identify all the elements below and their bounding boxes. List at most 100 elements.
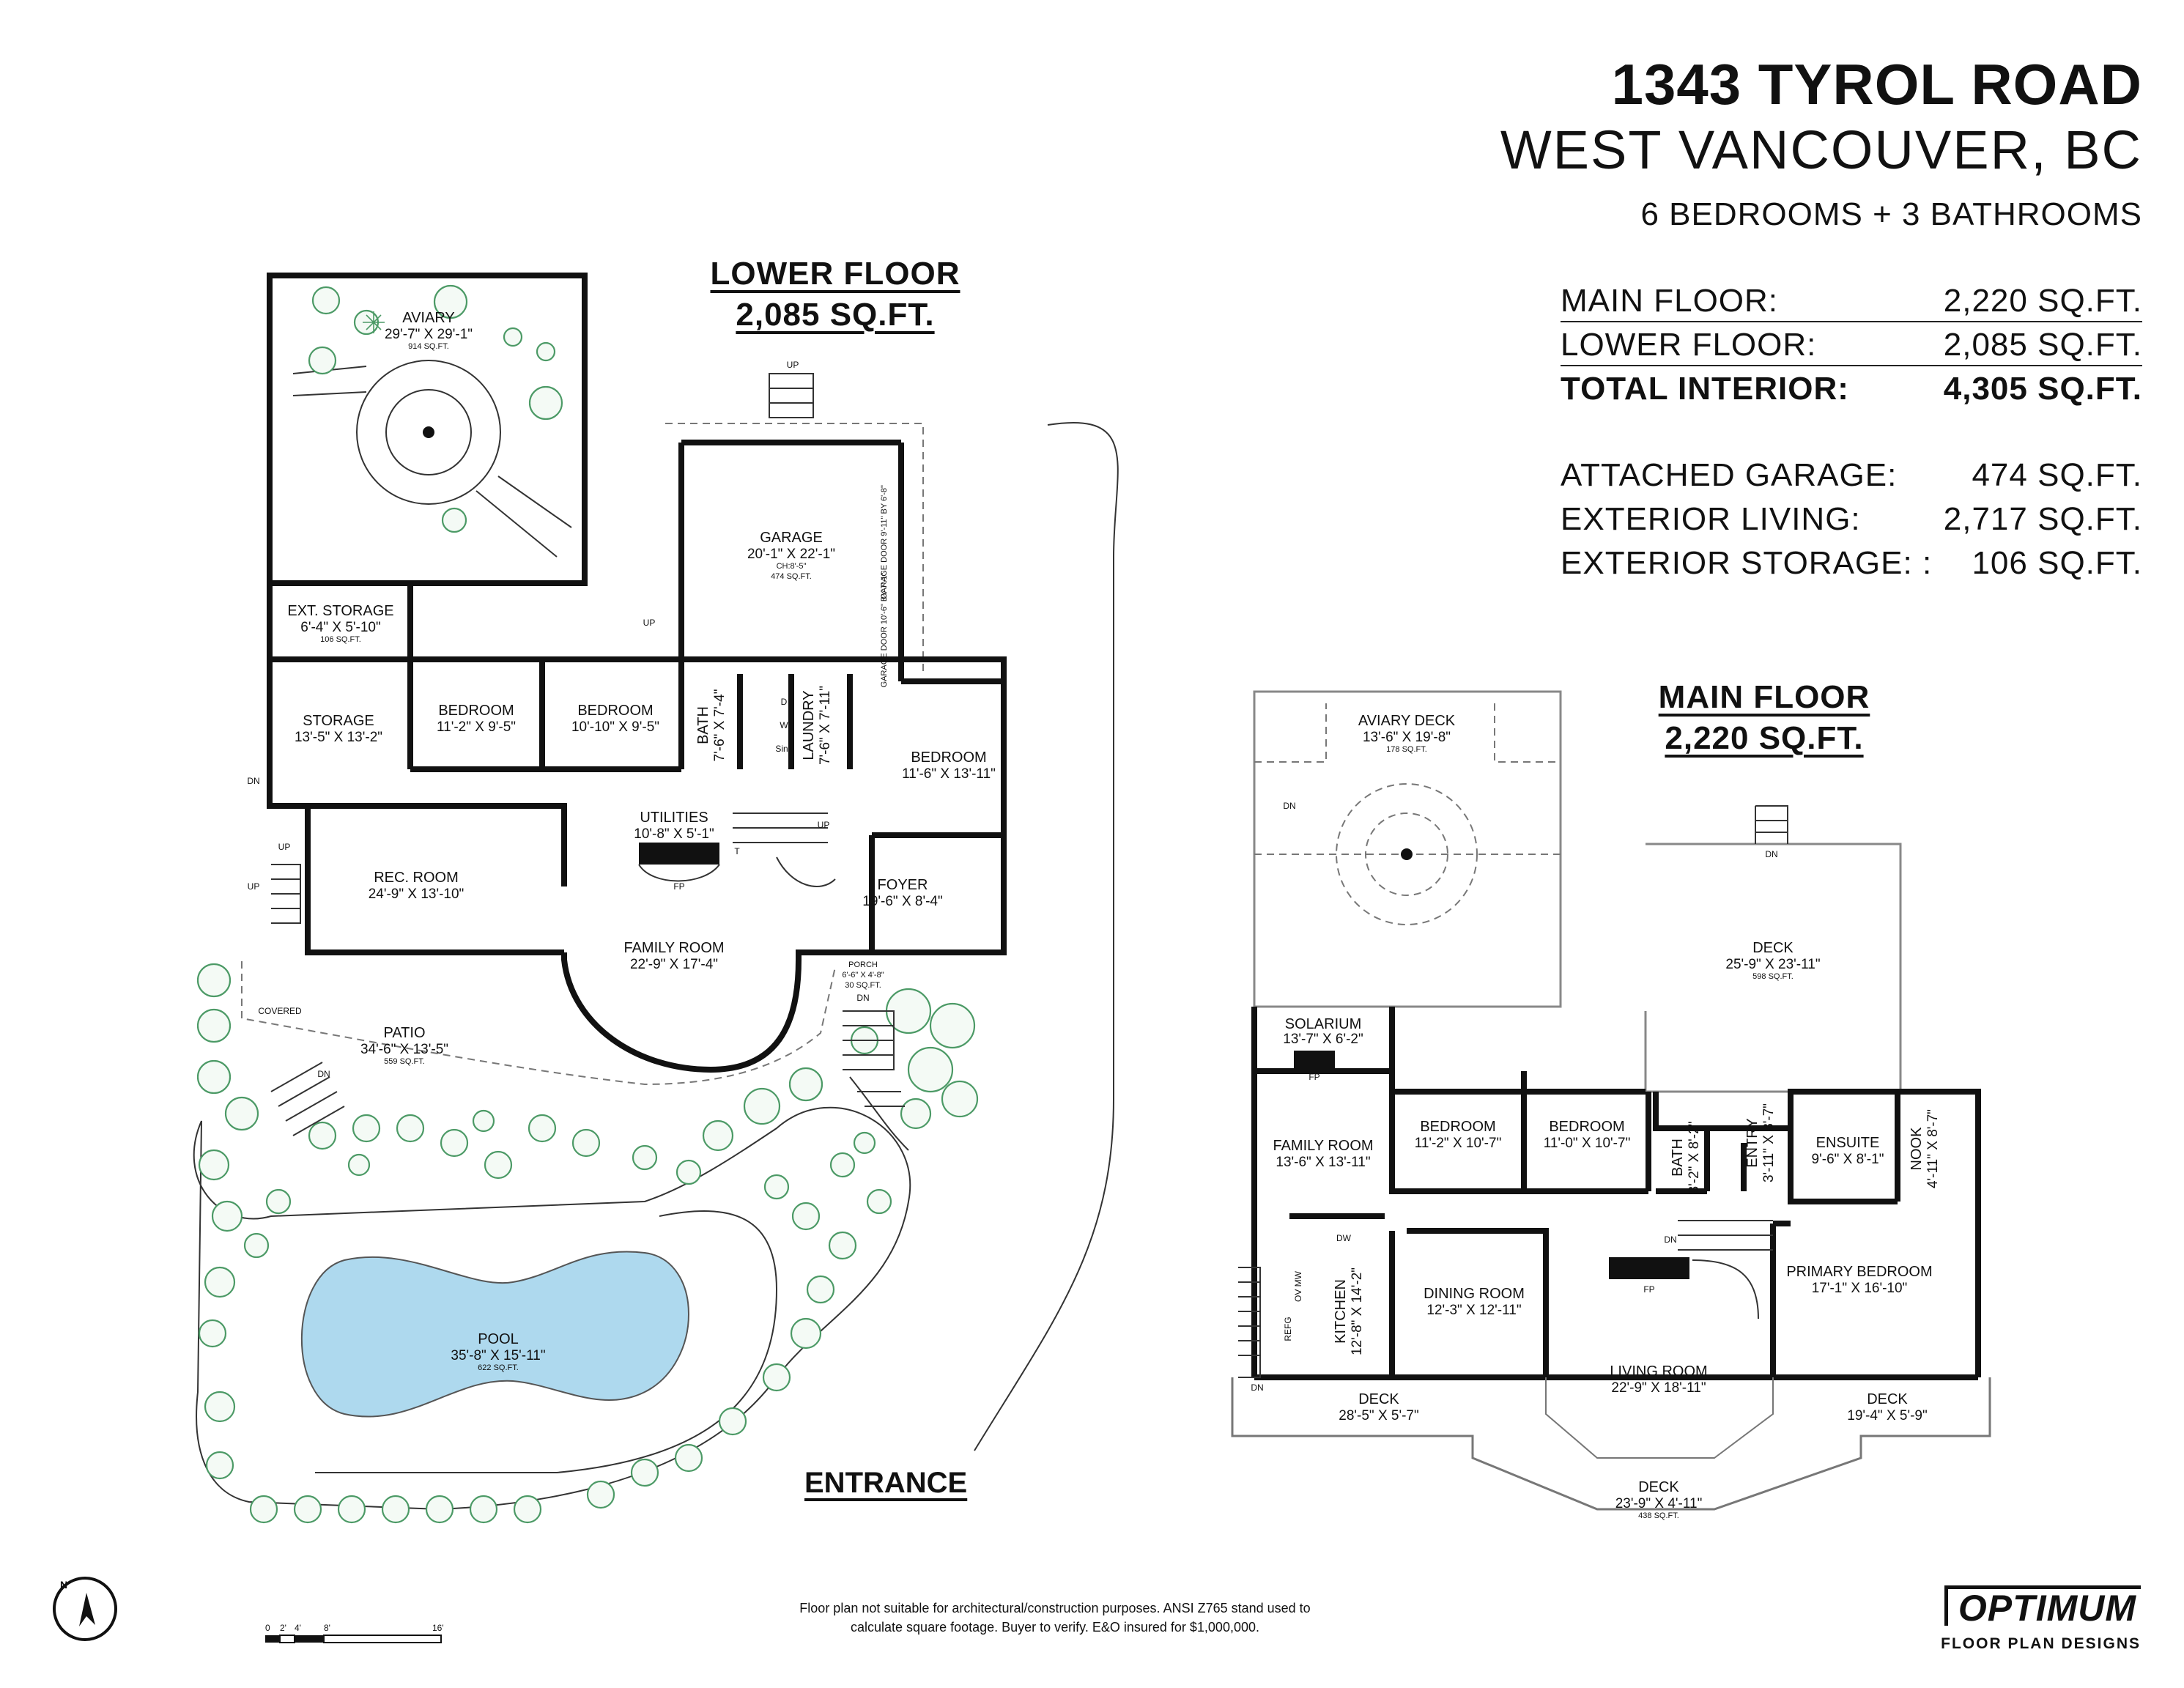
pool <box>300 1251 689 1418</box>
stat-value: 2,220 SQ.FT. <box>1943 283 2142 319</box>
room-area: 106 SQ.FT. <box>320 635 361 644</box>
room-name: GARAGE <box>760 530 823 546</box>
stair-dn-label: DN <box>317 1069 330 1079</box>
trees <box>196 963 979 1524</box>
hearth <box>638 864 720 882</box>
room-name: LAUNDRY <box>801 690 817 760</box>
room-area: 559 SQ.FT. <box>384 1057 425 1066</box>
aviary-path-inner <box>385 389 472 475</box>
stat-label: EXTERIOR LIVING: <box>1561 501 1861 537</box>
covered-label: COVERED <box>258 1006 302 1016</box>
stat-row: ATTACHED GARAGE: 474 SQ.FT. <box>1561 457 2142 501</box>
disclaimer-line: Floor plan not suitable for architectura… <box>799 1601 1311 1615</box>
stair-dn-label: DN <box>247 776 259 786</box>
stat-label: MAIN FLOOR: <box>1561 283 1779 319</box>
dryer-label: D <box>781 697 788 707</box>
room-name: BEDROOM <box>577 703 653 719</box>
room-dims: 29'-7" X 29'-1" <box>385 327 473 342</box>
room-name: REC. ROOM <box>374 870 459 886</box>
fireplace-label: FP <box>673 881 684 892</box>
stat-row-total: TOTAL INTERIOR: 4,305 SQ.FT. <box>1561 371 2142 415</box>
stair-up-label: UP <box>787 360 799 370</box>
stat-label: TOTAL INTERIOR: <box>1561 371 1849 407</box>
main-floor-title: MAIN FLOOR <box>1658 679 1870 715</box>
stat-row: EXTERIOR LIVING: 2,717 SQ.FT. <box>1561 501 2142 545</box>
room-dims: 13'-5" X 13'-2" <box>295 730 382 745</box>
room-dims: 6'-4" X 5'-10" <box>300 620 380 635</box>
room-dims: 19'-6" X 8'-4" <box>862 894 942 909</box>
room-name: BEDROOM <box>911 749 986 766</box>
sink-label: Sink <box>775 744 793 754</box>
room-name: AVIARY <box>402 310 455 326</box>
room-dims: 34'-6" X 13'-5" <box>360 1042 448 1057</box>
entrance-stairs <box>849 1076 909 1151</box>
north-compass-icon: N <box>53 1577 117 1641</box>
logo-tagline: FLOOR PLAN DESIGNS <box>1941 1635 2141 1652</box>
room-name: UTILITIES <box>640 810 708 826</box>
logo-wordmark: OPTIMUM <box>1944 1585 2141 1626</box>
room-name: FAMILY ROOM <box>623 940 724 956</box>
room-area: 474 SQ.FT. <box>771 572 812 581</box>
porch-stairs <box>843 1010 895 1070</box>
stat-label: ATTACHED GARAGE: <box>1561 457 1898 493</box>
room-name: POOL <box>478 1331 519 1347</box>
tank-label: T <box>734 846 740 856</box>
aviary-walls <box>267 273 588 586</box>
patio-outline <box>241 961 836 1086</box>
room-name: BEDROOM <box>438 703 514 719</box>
main-floor-area: 2,220 SQ.FT. <box>1665 720 1864 756</box>
foyer-walls <box>869 832 1004 952</box>
fireplace <box>639 843 719 865</box>
washer-label: W <box>780 720 788 730</box>
stat-row: LOWER FLOOR: 2,085 SQ.FT. <box>1561 327 2142 371</box>
stat-row: MAIN FLOOR: 2,220 SQ.FT. <box>1561 283 2142 327</box>
room-name: EXT. STORAGE <box>287 603 393 619</box>
room-dims: 35'-8" X 15'-11" <box>451 1348 545 1363</box>
stat-label: EXTERIOR STORAGE: : <box>1561 545 1933 581</box>
garage-walls <box>678 440 904 681</box>
room-name: PATIO <box>383 1025 425 1041</box>
scale-tick: 0 <box>265 1623 270 1633</box>
garage-door-label: GARAGE DOOR 9'-11" BY 6'-8" <box>880 485 889 599</box>
stair-up-label: UP <box>818 820 830 830</box>
stat-value: 2,085 SQ.FT. <box>1943 327 2142 363</box>
room-dims: 11'-2" X 9'-5" <box>437 719 516 735</box>
stair-up-label: UP <box>643 618 656 628</box>
stair-up-label: UP <box>248 881 260 892</box>
stair-dn-label: DN <box>856 993 869 1003</box>
scale-tick: 16' <box>432 1623 444 1633</box>
entrance-label: ENTRANCE <box>804 1467 968 1499</box>
aviary-path-outer <box>356 360 501 505</box>
scale-tick: 8' <box>324 1623 330 1633</box>
stat-value: 474 SQ.FT. <box>1972 457 2142 493</box>
garage-door-label: GARAGE DOOR 10'-6" BY 7'-1" <box>880 573 889 688</box>
side-stairs <box>271 864 301 924</box>
lower-floor-title: LOWER FLOOR <box>710 256 960 292</box>
scale-bar: 0 2' 4' 8' 16' <box>265 1623 444 1643</box>
patio-stairs <box>270 1062 345 1136</box>
garage-roof-outline <box>665 423 924 674</box>
main-stair <box>733 812 836 887</box>
stair-up-label: UP <box>278 842 291 852</box>
disclaimer-line: calculate square footage. Buyer to verif… <box>851 1620 1259 1635</box>
room-area: 622 SQ.FT. <box>478 1363 519 1372</box>
stat-value: 106 SQ.FT. <box>1972 545 2142 581</box>
room-dims: 22'-9" X 17'-4" <box>630 957 718 972</box>
stat-value: 2,717 SQ.FT. <box>1943 501 2142 537</box>
room-area: 914 SQ.FT. <box>408 342 449 351</box>
lower-floor-heading: LOWER FLOOR 2,085 SQ.FT. <box>681 253 989 336</box>
disclaimer: Floor plan not suitable for architectura… <box>791 1599 1319 1637</box>
room-dims: 24'-9" X 13'-10" <box>369 886 464 902</box>
room-dims: 6'-6" X 4'-8" <box>842 971 884 980</box>
stat-divider <box>1561 321 2142 322</box>
aviary-walkway <box>292 366 572 558</box>
compass-n: N <box>60 1579 67 1591</box>
stairs-up-top <box>769 373 814 418</box>
scale-tick: 2' <box>280 1623 286 1633</box>
main-floor-heading: MAIN FLOOR 2,220 SQ.FT. <box>1610 677 1918 759</box>
stat-label: LOWER FLOOR: <box>1561 327 1817 363</box>
room-dims: 10'-8" X 5'-1" <box>634 826 714 842</box>
stat-row: EXTERIOR STORAGE: : 106 SQ.FT. <box>1561 545 2142 589</box>
storage-walls <box>267 659 413 809</box>
